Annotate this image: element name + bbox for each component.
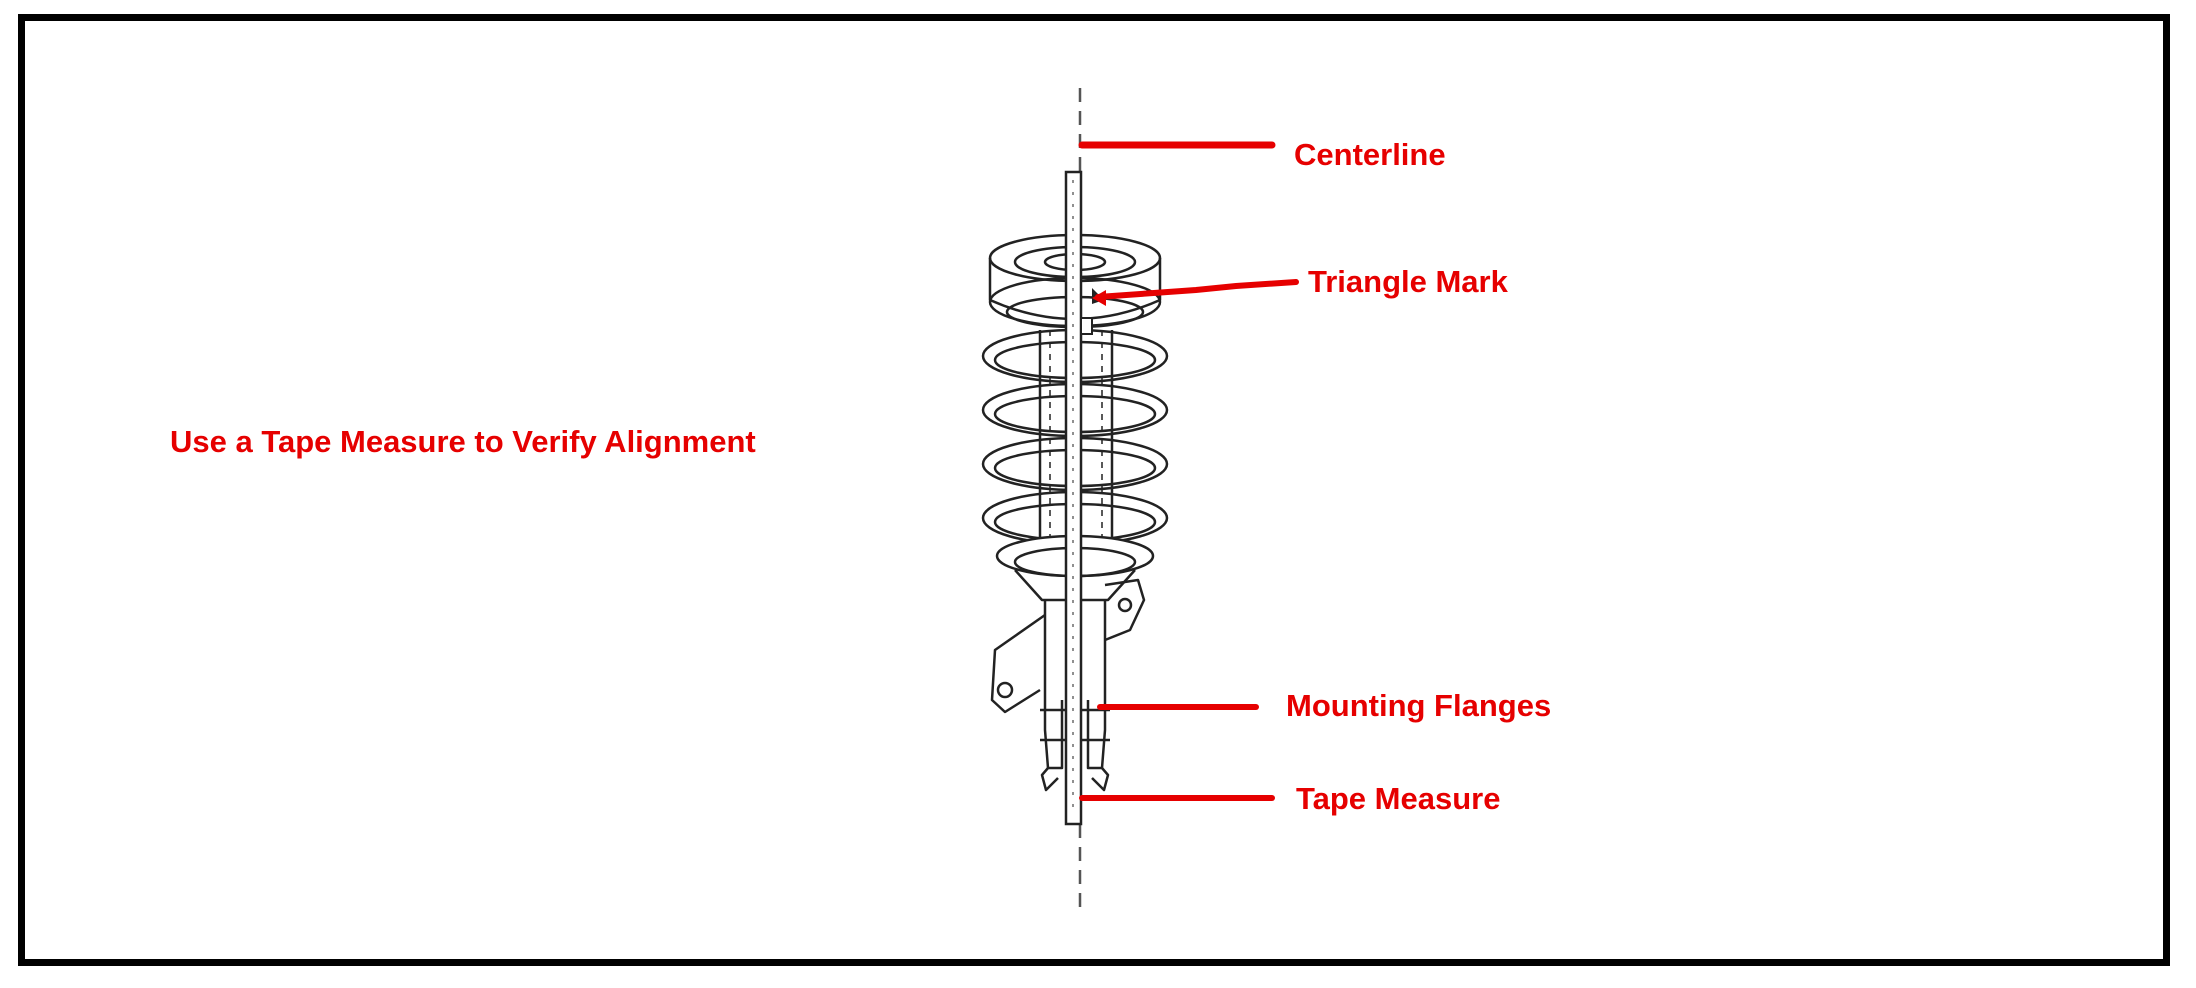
tape-measure-strip	[1064, 170, 1083, 826]
triangle-mark-leader	[1095, 279, 1299, 300]
mounting-flanges-label: Mounting Flanges	[1286, 688, 1552, 723]
leader-lines	[1078, 141, 1299, 801]
triangle-mark-tab	[1080, 317, 1093, 335]
triangle-mark-arrowhead	[1092, 290, 1106, 306]
centerline-label: Centerline	[1294, 137, 1446, 172]
triangle-mark-label: Triangle Mark	[1308, 264, 1508, 299]
tape-measure-label: Tape Measure	[1296, 781, 1501, 816]
instruction-label: Use a Tape Measure to Verify Alignment	[170, 424, 756, 459]
